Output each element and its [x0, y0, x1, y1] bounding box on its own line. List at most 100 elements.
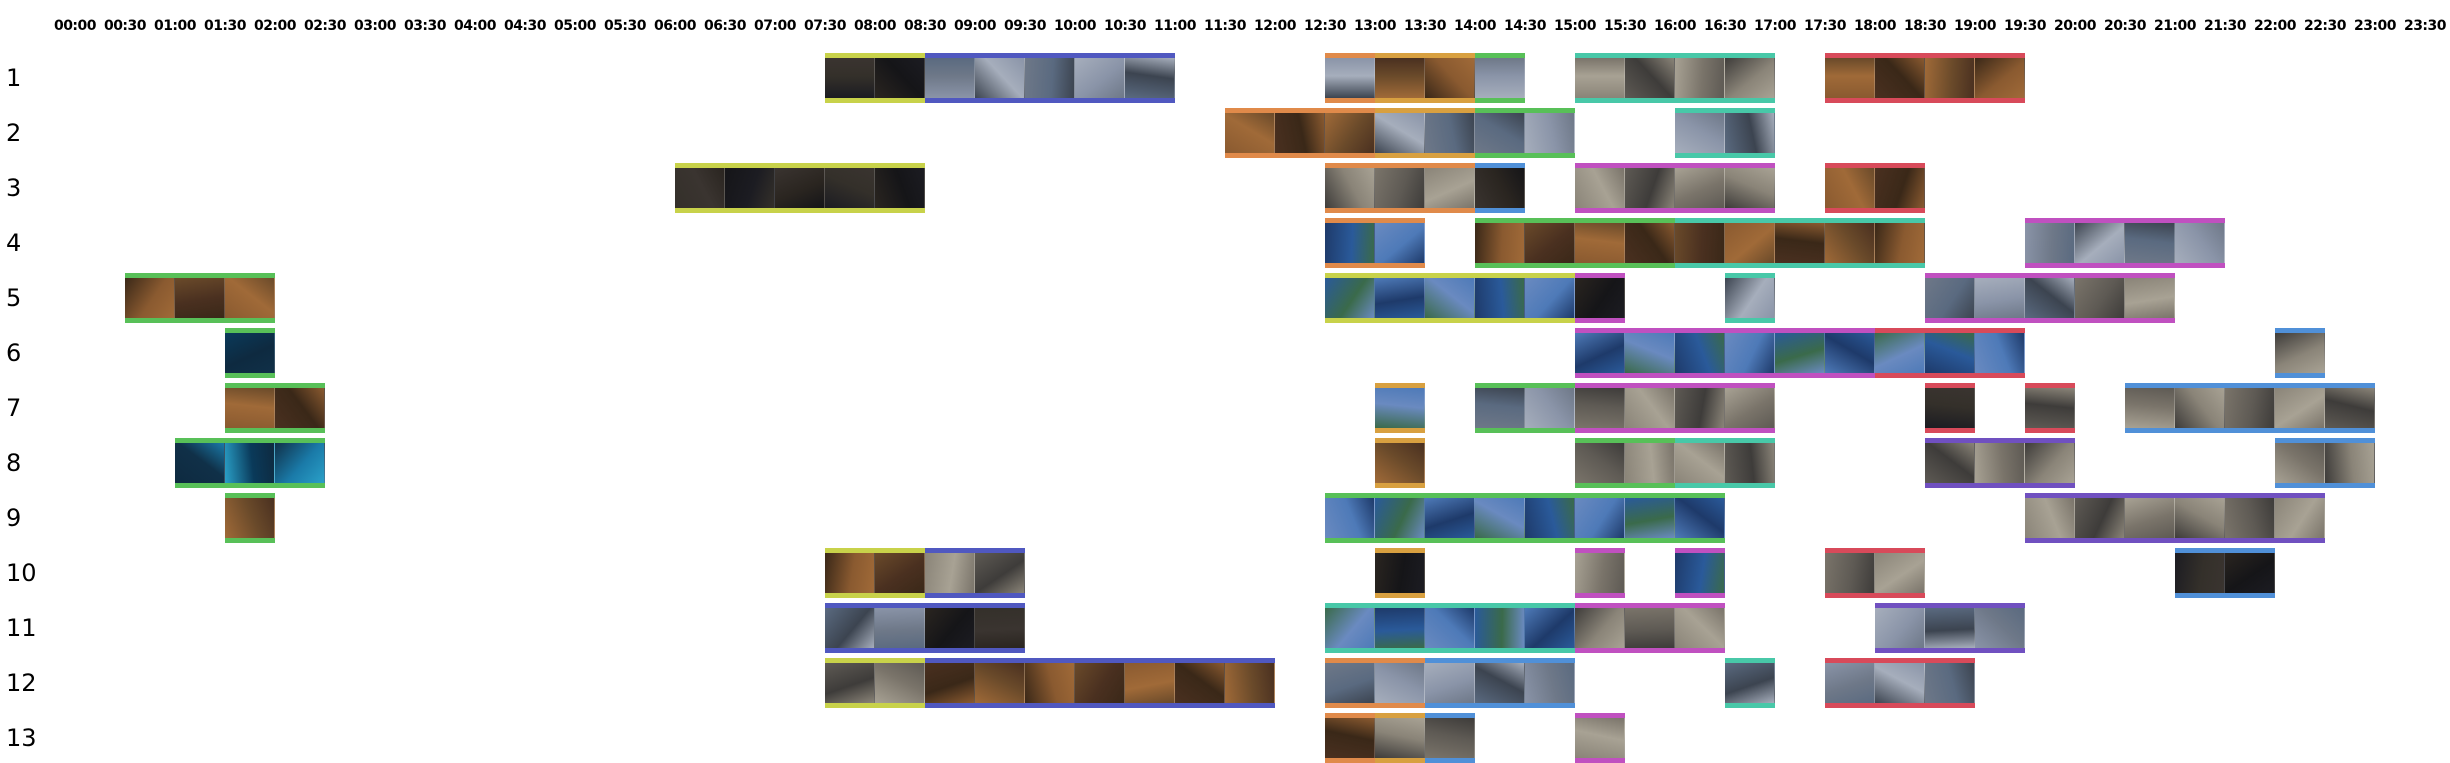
video-segment[interactable] [1825, 53, 2025, 103]
video-segment[interactable] [1925, 273, 2075, 323]
video-segment[interactable] [2025, 493, 2325, 543]
video-segment[interactable] [1675, 108, 1775, 158]
video-segment[interactable] [925, 658, 1275, 708]
segment-color-bar [2125, 383, 2375, 388]
video-segment[interactable] [1375, 438, 1425, 488]
segment-color-bar [1825, 53, 2025, 58]
video-segment[interactable] [1475, 218, 1675, 268]
video-segment[interactable] [2025, 383, 2075, 433]
video-segment[interactable] [2025, 218, 2225, 268]
video-segment[interactable] [1825, 163, 1925, 213]
video-segment[interactable] [1575, 438, 1675, 488]
video-segment[interactable] [1375, 53, 1475, 103]
video-thumbnail [1575, 223, 1625, 263]
segment-color-bar [1875, 373, 2025, 378]
video-segment[interactable] [1325, 603, 1575, 653]
video-segment[interactable] [1375, 108, 1475, 158]
video-segment[interactable] [1825, 658, 1975, 708]
video-segment[interactable] [1925, 383, 1975, 433]
segment-color-bar [175, 483, 325, 488]
video-segment[interactable] [225, 328, 275, 378]
segment-color-bar [1325, 603, 1575, 608]
video-segment[interactable] [1325, 218, 1425, 268]
video-segment[interactable] [825, 548, 925, 598]
video-thumbnail [1525, 663, 1575, 703]
video-segment[interactable] [2075, 273, 2175, 323]
video-thumbnail [2175, 223, 2225, 263]
video-segment[interactable] [1325, 493, 1725, 543]
video-thumbnail [1325, 498, 1375, 538]
video-segment[interactable] [1225, 108, 1375, 158]
video-segment[interactable] [1575, 328, 1875, 378]
video-segment[interactable] [1875, 328, 2025, 378]
segment-color-bar [2025, 218, 2225, 223]
segment-color-bar [675, 163, 925, 168]
video-segment[interactable] [1725, 273, 1775, 323]
video-segment[interactable] [1925, 438, 2075, 488]
video-thumbnail [825, 58, 875, 98]
video-segment[interactable] [1575, 163, 1775, 213]
video-thumbnail [925, 553, 975, 593]
segment-color-bar [1875, 648, 2025, 653]
video-segment[interactable] [1575, 548, 1625, 598]
segment-color-bar [225, 373, 275, 378]
time-label: 09:00 [953, 18, 997, 34]
video-segment[interactable] [925, 548, 1025, 598]
video-segment[interactable] [1575, 53, 1775, 103]
segment-color-bar [1375, 108, 1475, 113]
video-segment[interactable] [125, 273, 275, 323]
video-segment[interactable] [825, 658, 925, 708]
video-segment[interactable] [1575, 713, 1625, 763]
video-segment[interactable] [1825, 548, 1925, 598]
segment-color-bar [1325, 493, 1725, 498]
video-thumbnail [1975, 333, 2025, 373]
video-segment[interactable] [1575, 273, 1625, 323]
video-segment[interactable] [2175, 548, 2275, 598]
video-segment[interactable] [1675, 548, 1725, 598]
video-segment[interactable] [1325, 53, 1375, 103]
video-segment[interactable] [1575, 603, 1725, 653]
video-thumbnail [1575, 553, 1625, 593]
video-segment[interactable] [1375, 713, 1425, 763]
video-thumbnail [1575, 58, 1625, 98]
video-segment[interactable] [1475, 383, 1575, 433]
video-segment[interactable] [1425, 658, 1575, 708]
video-segment[interactable] [1575, 383, 1775, 433]
video-segment[interactable] [1475, 108, 1575, 158]
segment-color-bar [825, 658, 925, 663]
video-segment[interactable] [2275, 328, 2325, 378]
video-segment[interactable] [1375, 383, 1425, 433]
video-segment[interactable] [175, 438, 325, 488]
video-thumbnail [2275, 498, 2325, 538]
video-thumbnail [1675, 608, 1725, 648]
video-segment[interactable] [825, 53, 925, 103]
video-thumbnail [2025, 498, 2075, 538]
video-segment[interactable] [1475, 53, 1525, 103]
video-segment[interactable] [1475, 163, 1525, 213]
segment-color-bar [2275, 373, 2325, 378]
video-segment[interactable] [2275, 438, 2375, 488]
video-segment[interactable] [1325, 713, 1375, 763]
video-segment[interactable] [1875, 603, 2025, 653]
video-segment[interactable] [1675, 218, 1925, 268]
video-segment[interactable] [2125, 383, 2375, 433]
video-segment[interactable] [225, 493, 275, 543]
video-thumbnail [1325, 278, 1375, 318]
video-segment[interactable] [1325, 273, 1575, 323]
video-thumbnail [1725, 58, 1775, 98]
video-segment[interactable] [1325, 163, 1475, 213]
video-segment[interactable] [1325, 658, 1425, 708]
video-segment[interactable] [675, 163, 925, 213]
video-segment[interactable] [925, 53, 1175, 103]
video-thumbnail [1375, 498, 1425, 538]
segment-color-bar [925, 593, 1025, 598]
video-segment[interactable] [1375, 548, 1425, 598]
video-segment[interactable] [1725, 658, 1775, 708]
time-label: 17:30 [1803, 18, 1847, 34]
video-segment[interactable] [225, 383, 325, 433]
video-segment[interactable] [825, 603, 925, 653]
video-segment[interactable] [1675, 438, 1775, 488]
video-segment[interactable] [925, 603, 1025, 653]
video-segment[interactable] [1425, 713, 1475, 763]
video-thumbnail [2125, 388, 2175, 428]
